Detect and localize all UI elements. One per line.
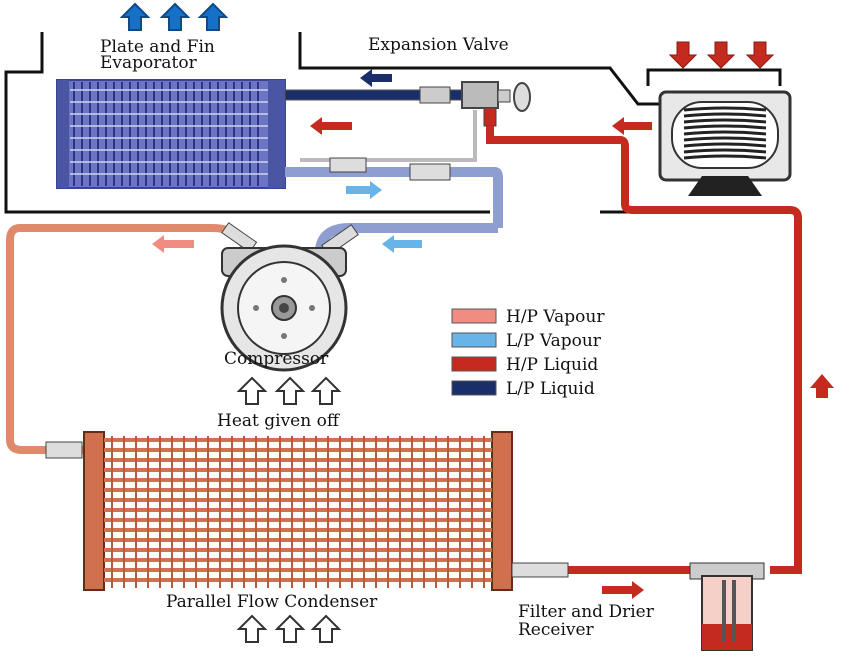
evaporator-label-line2: Evaporator (100, 53, 198, 73)
labels: Plate and Fin Evaporator Expansion Valve… (100, 35, 655, 640)
air-in-down-arrow (668, 41, 698, 69)
heat-given-off-label: Heat given off (217, 411, 341, 431)
filter-drier-receiver (689, 562, 765, 651)
fan-blade (683, 130, 767, 136)
filter-label-line2: Receiver (518, 620, 595, 640)
legend-swatch-lp-liquid (451, 380, 497, 396)
compressor (220, 244, 348, 372)
air-out-up-arrow (159, 2, 191, 31)
heat-off-up-arrow (274, 376, 306, 405)
fan-blade (683, 106, 767, 112)
fan-air-flow-arrow (612, 117, 652, 135)
evaporator-outlet-pipe (285, 110, 503, 228)
air-in-down-arrow (745, 41, 775, 69)
compressor-label: Compressor (224, 349, 329, 369)
condenser (83, 431, 513, 591)
filter-label-line1: Filter and Drier (518, 602, 655, 622)
fan-blade (683, 124, 767, 130)
fan-blade (683, 148, 767, 154)
legend-swatch-hp-liquid (451, 356, 497, 372)
air-out-up-arrow (119, 2, 151, 31)
riser-up-arrow (810, 374, 834, 398)
condenser-outlet-pipe (511, 562, 700, 578)
legend-label-lp-vapour: L/P Vapour (506, 331, 602, 351)
condenser-fins (104, 436, 492, 588)
suction-flow-arrow (382, 235, 422, 253)
evaporator-label-line1: Plate and Fin (100, 37, 215, 57)
fan-blade (683, 136, 767, 142)
air-out-up-arrow (197, 2, 229, 31)
blower-fan (658, 90, 792, 196)
discharge-flow-arrow (152, 235, 194, 253)
fan-blade (683, 142, 767, 148)
air-in-down-arrow (706, 41, 736, 69)
evaporator-flow-arrow (310, 117, 352, 135)
condenser-label: Parallel Flow Condenser (166, 592, 378, 612)
legend-label-hp-vapour: H/P Vapour (506, 307, 605, 327)
fan-blade (683, 118, 767, 124)
heat-off-up-arrow (236, 376, 268, 405)
evaporator (56, 79, 286, 189)
lp-vapour-flow-arrow (346, 181, 382, 199)
air-in-up-arrow (274, 614, 306, 643)
legend-label-lp-liquid: L/P Liquid (506, 379, 595, 399)
air-in-up-arrow (236, 614, 268, 643)
legend-label-hp-liquid: H/P Liquid (506, 355, 598, 375)
flow-arrows (119, 2, 834, 643)
fan-blade (683, 112, 767, 118)
evaporator-fins (70, 82, 268, 186)
legend-swatch-lp-vapour (451, 332, 497, 348)
legend: H/P Vapour L/P Vapour H/P Liquid L/P Liq… (451, 307, 605, 399)
discharge-pipe (6, 222, 258, 459)
fan-blades (683, 106, 767, 160)
heat-off-up-arrow (310, 376, 342, 405)
expansion-valve-label: Expansion Valve (368, 35, 509, 55)
legend-swatch-hp-vapour (451, 308, 497, 324)
lp-liquid-flow-arrow (360, 69, 392, 87)
fan-blade (683, 154, 767, 160)
expansion-valve (284, 81, 531, 127)
hp-liquid-line (486, 126, 802, 574)
condenser-outlet-flow-arrow (602, 581, 644, 599)
air-in-up-arrow (310, 614, 342, 643)
